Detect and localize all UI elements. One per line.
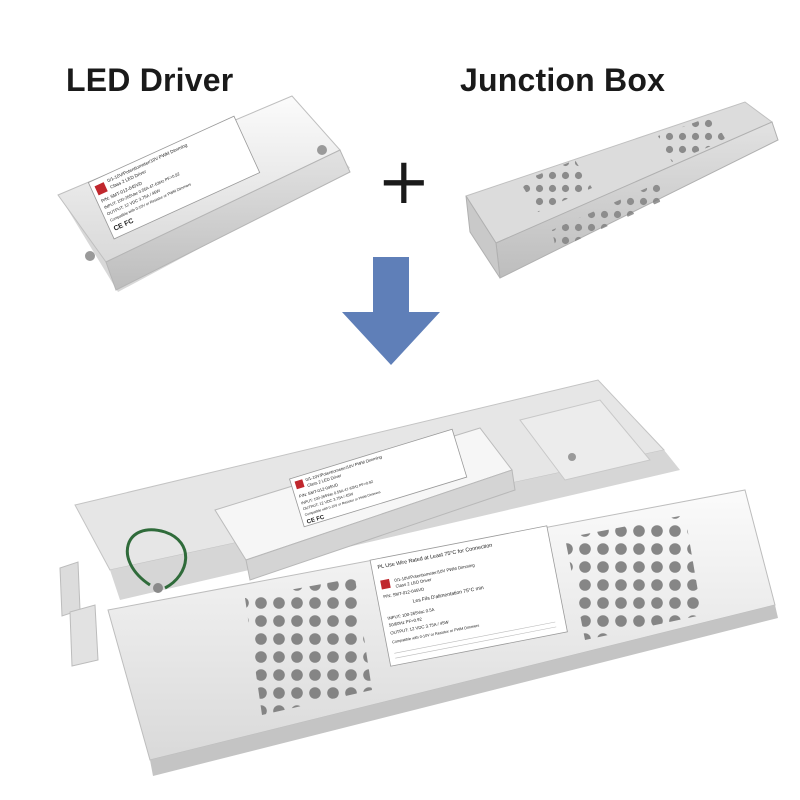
driver-mount-hole	[317, 145, 327, 155]
cover-vent-right	[565, 515, 702, 640]
box-vent-front	[552, 182, 664, 250]
brand-logo-icon	[94, 182, 108, 196]
led-driver-heading: LED Driver	[66, 62, 234, 98]
box-vent-top	[520, 160, 592, 212]
driver-label: 0/1-10V/Potentiometer/10V PWM Dimming Cl…	[87, 115, 261, 240]
ground-screw-icon	[153, 583, 163, 593]
svg-text:CE FC: CE FC	[306, 514, 326, 525]
svg-text:Class 2 LED Driver: Class 2 LED Driver	[395, 577, 432, 589]
assembly-driver-front	[245, 469, 516, 581]
plus-sign: +	[377, 145, 431, 219]
led-driver-image: 0/1-10V/Potentiometer/10V PWM Dimming Cl…	[57, 95, 351, 292]
box-end-face	[465, 195, 501, 279]
cover-vent-left	[245, 578, 372, 715]
ground-wire	[125, 528, 188, 590]
junction-box-heading: Junction Box	[460, 62, 666, 98]
terminal-screw-icon	[568, 453, 576, 461]
cover-label: PL Use Wire Rated at Least 75°C for Conn…	[369, 525, 568, 667]
assembly-cover-edge	[150, 605, 778, 776]
assembly-compartment	[519, 399, 651, 481]
assembly-image: 0/1-10V/Potentiometer/10V PWM Dimming Cl…	[59, 379, 778, 776]
brand-logo-icon	[380, 578, 391, 590]
brand-logo-icon	[294, 479, 305, 490]
assembly-side-tab	[59, 561, 81, 617]
junction-box-image	[465, 101, 779, 279]
down-arrow-icon	[342, 257, 440, 365]
box-top-face	[465, 101, 773, 244]
assembly-side-tab	[69, 604, 99, 667]
assembly-driver-label: 0/1-10V/Potentiometer/10V PWM Dimming Cl…	[289, 428, 468, 528]
box-vent-top	[658, 116, 726, 162]
driver-mount-hole	[85, 251, 95, 261]
driver-front-face	[105, 149, 351, 291]
svg-text:50/60Hz PF>0.92: 50/60Hz PF>0.92	[388, 616, 422, 627]
